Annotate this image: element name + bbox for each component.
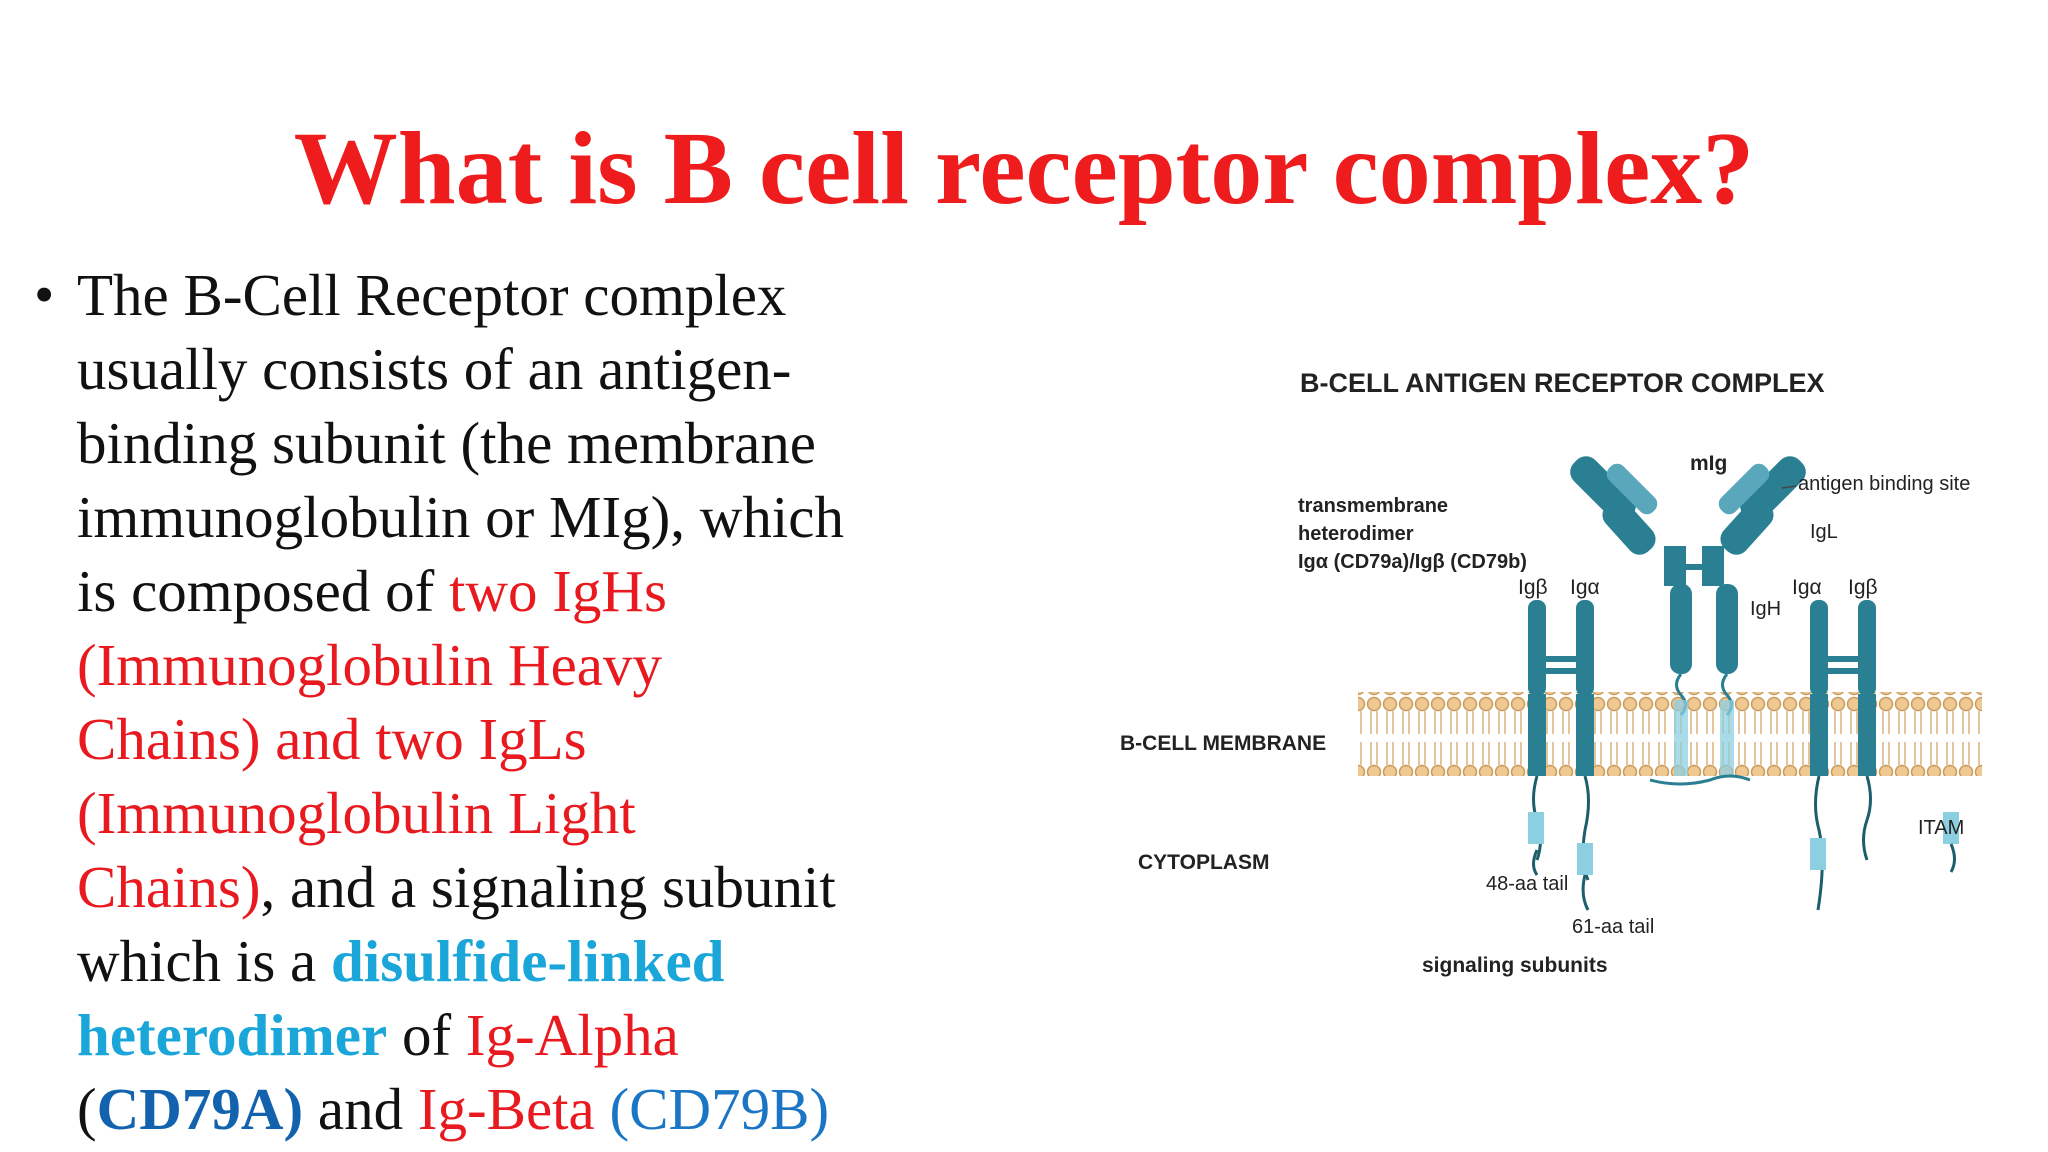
bullet-line: is composed of two IgHs: [77, 554, 1007, 628]
bullet-text-segment: (Immunoglobulin Heavy: [77, 632, 662, 698]
right-heterodimer: [1810, 600, 1959, 911]
bullet-text-segment: Chains): [77, 854, 261, 920]
bullet-text-segment: of: [387, 1002, 466, 1068]
bullet-text-segment: disulfide-linked: [330, 928, 725, 994]
bullet-line: The B-Cell Receptor complex: [77, 258, 1007, 332]
tail61-label: 61-aa tail: [1572, 916, 1654, 938]
bullet-text-segment: is composed of: [77, 558, 449, 624]
bullet-line: (Immunoglobulin Light: [77, 776, 1007, 850]
antigen-binding-site-label: antigen binding site: [1798, 473, 1970, 495]
bullet-text-segment: (Immunoglobulin Light: [77, 780, 636, 846]
bullet-text-segment: usually consists of an antigen-: [77, 336, 792, 402]
bullet-line: heterodimer of Ig-Alpha: [77, 998, 1007, 1072]
bullet-text-segment: (CD79B): [594, 1076, 830, 1142]
bcr-complex-diagram: B-CELL ANTIGEN RECEPTOR COMPLEX B-CELL M…: [1120, 368, 1982, 977]
tail48-label: 48-aa tail: [1486, 873, 1568, 895]
bullet-marker: •: [34, 262, 55, 327]
bullet-text-segment: two IgHs: [448, 558, 667, 624]
iga-left-label: Igα: [1570, 576, 1600, 599]
transmembrane-label-1: transmembrane: [1298, 495, 1448, 517]
bullet-text-segment: Chains) and two IgLs: [77, 706, 587, 772]
bullet-text-segment: (: [77, 1076, 97, 1142]
igb-right-label: Igβ: [1848, 576, 1878, 599]
bullet-line: usually consists of an antigen-: [77, 332, 1007, 406]
igh-label: IgH: [1750, 598, 1781, 620]
cytoplasm-label: CYTOPLASM: [1138, 851, 1269, 874]
igb-left-label: Igβ: [1518, 576, 1548, 599]
bullet-text-segment: immunoglobulin or MIg), which: [77, 484, 844, 550]
slide-title: What is B cell receptor complex?: [293, 111, 1755, 226]
mig-antibody: [1570, 456, 1806, 786]
bullet-text-segment: binding subunit (the membrane: [77, 410, 816, 476]
membrane-label: B-CELL MEMBRANE: [1120, 732, 1326, 755]
transmembrane-label-3: Igα (CD79a)/Igβ (CD79b): [1298, 551, 1527, 573]
bullet-line: Chains) and two IgLs: [77, 702, 1007, 776]
bullet-line: (CD79A) and Ig-Beta (CD79B): [77, 1072, 1007, 1146]
bullet-line: binding subunit (the membrane: [77, 406, 1007, 480]
bullet-line: immunoglobulin or MIg), which: [77, 480, 1007, 554]
itam-label: ITAM: [1918, 817, 1964, 839]
bullet-text-segment: which is a: [77, 928, 331, 994]
membrane-bilayer: [1358, 692, 1982, 776]
bullet-line: Chains), and a signaling subunit: [77, 850, 1007, 924]
bullet-text-segment: heterodimer: [77, 1002, 388, 1068]
diagram-title: B-CELL ANTIGEN RECEPTOR COMPLEX: [1300, 368, 1825, 398]
iga-right-label: Igα: [1792, 576, 1822, 599]
signaling-label: signaling subunits: [1422, 954, 1608, 977]
mig-label: mIg: [1690, 452, 1727, 475]
left-heterodimer: [1528, 600, 1594, 911]
bullet-text-segment: CD79A): [96, 1076, 304, 1142]
bullet-text: The B-Cell Receptor complex usually consi…: [77, 258, 1007, 1146]
igl-label: IgL: [1810, 521, 1838, 543]
bullet-text-segment: , and a signaling subunit: [260, 854, 836, 920]
transmembrane-label-2: heterodimer: [1298, 523, 1414, 545]
bullet-text-segment: The B-Cell Receptor complex: [77, 262, 787, 328]
bullet-line: (Immunoglobulin Heavy: [77, 628, 1007, 702]
bullet-text-segment: Ig-Beta: [417, 1076, 595, 1142]
bullet-text-segment: Ig-Alpha: [465, 1002, 679, 1068]
bullet-line: which is a disulfide-linked: [77, 924, 1007, 998]
antigen-binding-pointer: [1781, 485, 1797, 489]
bullet-text-segment: and: [303, 1076, 418, 1142]
